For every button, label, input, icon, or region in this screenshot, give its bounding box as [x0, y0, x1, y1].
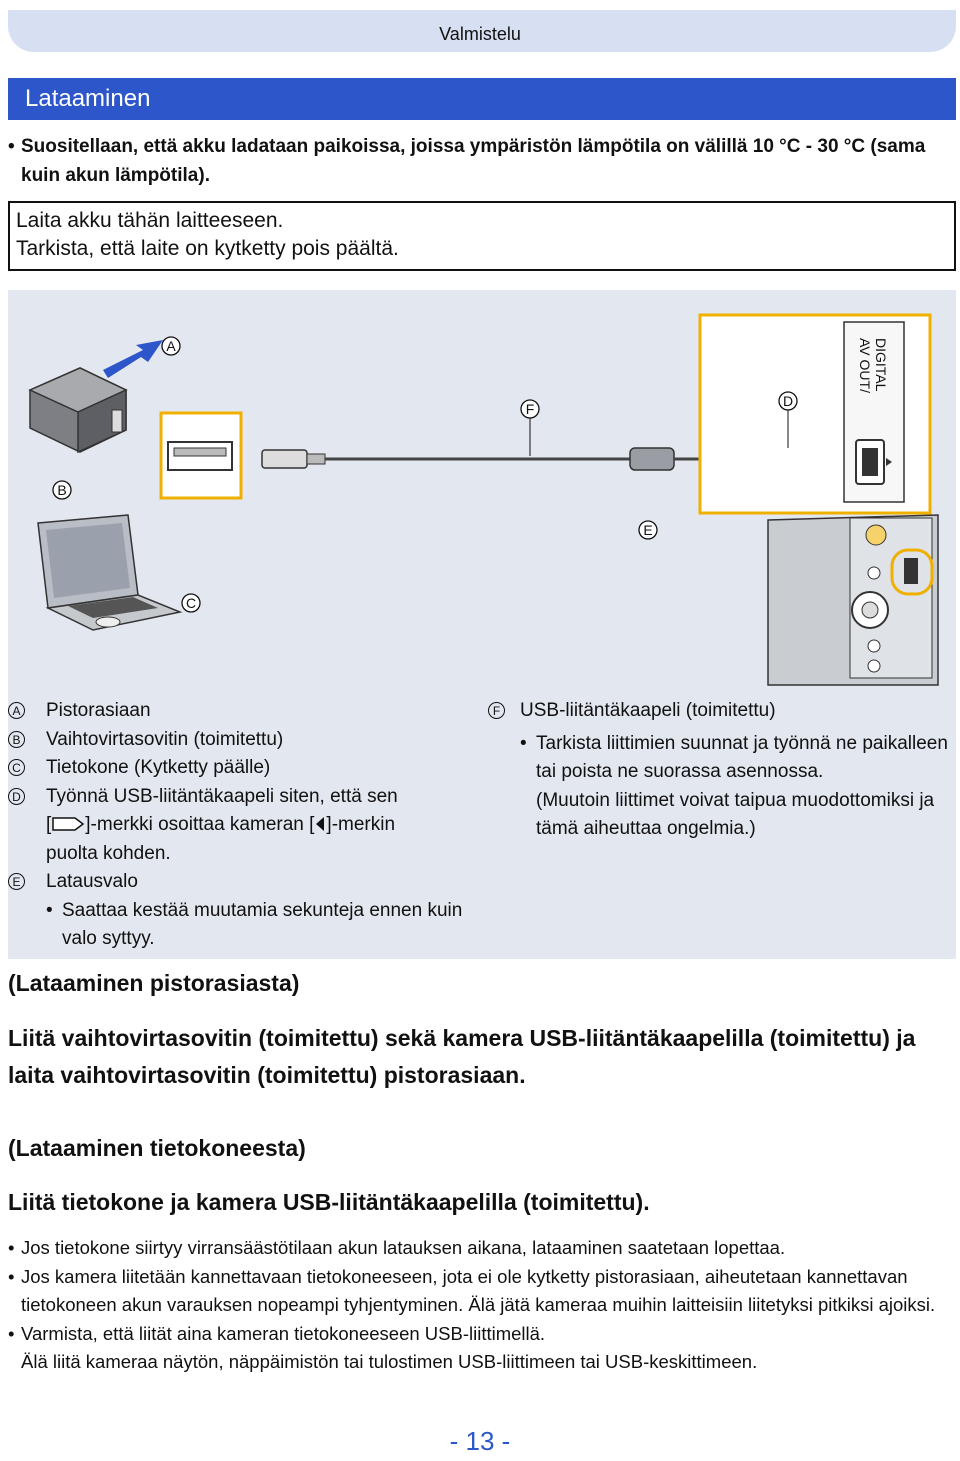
callout-e: E [638, 520, 658, 540]
svg-text:E: E [643, 522, 652, 538]
connection-diagram: AV OUT/ DIGITAL A B C D E [28, 313, 939, 686]
port-mark-icon [316, 817, 325, 831]
legend-item-e: E Latausvalo • Saattaa kestää muutamia se… [8, 868, 478, 954]
pc-heading: (Lataaminen tietokoneesta) [8, 1135, 306, 1161]
usb-port-icon [159, 411, 243, 500]
callout-f: F [520, 399, 540, 456]
bullet-icon: • [8, 136, 15, 157]
outlet-instruction: Liitä vaihtovirtasovitin (toimitettu) se… [8, 1025, 916, 1088]
legend-item-d: D Työnnä USB-liitäntäkaapeli siten, että… [8, 783, 478, 869]
legend-sub-text: Saattaa kestää muutamia sekunteja ennen … [62, 899, 463, 950]
page-number: - 13 - [449, 1426, 511, 1456]
bullet-icon: • [8, 1237, 15, 1258]
legend-text: Tietokone (Kytketty päälle) [46, 757, 271, 778]
bracket-open: [ [46, 814, 52, 835]
legend-letter: E [8, 873, 25, 890]
step-line-2: Tarkista, että laite on kytketty pois pä… [16, 237, 399, 260]
header-band [8, 10, 956, 52]
section-header: Valmistelu [439, 24, 521, 44]
legend-text-line-3: puolta kohden. [46, 842, 171, 864]
callout-a: A [161, 336, 181, 356]
laptop-icon [37, 514, 183, 631]
note-text: Jos kamera liitetään kannettavaan tietok… [21, 1265, 936, 1316]
notes-list: • Jos tietokone siirtyy virransäästötilaa… [8, 1234, 956, 1377]
legend-letter: C [8, 759, 25, 776]
legend-text: Latausvalo [46, 871, 138, 892]
arrow-icon [103, 340, 163, 378]
legend-sub-bullet: • Tarkista liittimien suunnat ja työnnä … [520, 730, 950, 844]
legend-text-mid: ]-merkki osoittaa kameran [ [85, 814, 315, 835]
bullet-icon: • [46, 899, 53, 921]
note-item: • Jos tietokone siirtyy virransäästötilaa… [8, 1234, 956, 1263]
step-line-1: Laita akku tähän laitteeseen. [16, 209, 284, 232]
svg-text:A: A [166, 338, 176, 354]
legend-letter: B [8, 730, 25, 748]
legend-sub-text-1: Tarkista liittimien suunnat ja työnnä ne… [536, 732, 948, 783]
intro-text: Suositellaan, että akku ladataan paikois… [21, 136, 926, 186]
legend-sub-bullet: • Saattaa kestää muutamia sekunteja ennen… [46, 897, 478, 954]
plug-mark-icon [52, 817, 85, 831]
outlet-heading: (Lataaminen pistorasiasta) [8, 970, 300, 996]
bullet-icon: • [520, 732, 527, 754]
svg-text:C: C [186, 595, 196, 611]
port-detail-box: AV OUT/ DIGITAL [698, 313, 932, 515]
legend-item-c: C Tietokone (Kytketty päälle) [8, 754, 478, 783]
legend-text-post: ]-merkin [326, 814, 396, 835]
bullet-icon: • [8, 1322, 15, 1344]
page-title: Lataaminen [8, 78, 956, 120]
legend-right: F USB-liitäntäkaapeli (toimitettu) • Tar… [488, 697, 950, 844]
svg-text:B: B [57, 482, 66, 498]
callout-b: B [52, 480, 72, 500]
port-label-1: AV OUT/ [857, 338, 873, 393]
svg-text:F: F [526, 401, 535, 417]
legend-item-a: A Pistorasiaan [8, 697, 478, 726]
note-item: • Jos kamera liitetään kannettavaan tieto… [8, 1263, 956, 1320]
pc-instruction: Liitä tietokone ja kamera USB-liitäntäka… [8, 1189, 650, 1215]
bullet-icon: • [8, 1265, 15, 1287]
legend-text: USB-liitäntäkaapeli (toimitettu) [520, 700, 776, 721]
legend-text: Vaihtovirtasovitin (toimitettu) [46, 728, 284, 750]
legend-left: A Pistorasiaan B Vaihtovirtasovitin (toi… [8, 697, 478, 954]
camera-icon [767, 514, 939, 686]
legend-letter: D [8, 787, 25, 805]
intro-bullet: • Suositellaan, että akku ladataan paikoi… [8, 132, 956, 190]
note-item-continuation: Älä liitä kameraa näytön, näppäimistön t… [8, 1348, 956, 1377]
note-item: • Varmista, että liität aina kameran tiet… [8, 1320, 956, 1349]
legend-letter: A [8, 702, 25, 719]
callout-c: C [181, 593, 201, 613]
note-text: Jos tietokone siirtyy virransäästötilaan… [21, 1237, 786, 1258]
legend-sub-text-2: (Muutoin liittimet voivat taipua muodott… [536, 789, 935, 840]
legend-text-line-2: [ ]-merkki osoittaa kameran [ ]-merkin [46, 811, 478, 840]
port-label-2: DIGITAL [873, 338, 889, 392]
legend-letter: F [488, 702, 505, 719]
legend-text: Pistorasiaan [46, 700, 151, 721]
note-text: Varmista, että liität aina kameran tieto… [21, 1322, 546, 1344]
legend-item-b: B Vaihtovirtasovitin (toimitettu) [8, 726, 478, 755]
legend-text-line-1: Työnnä USB-liitäntäkaapeli siten, että s… [46, 785, 398, 807]
svg-text:D: D [783, 393, 793, 409]
step-box: Laita akku tähän laitteeseen. Tarkista, … [8, 201, 956, 271]
legend-item-f: F USB-liitäntäkaapeli (toimitettu) • Tar… [488, 697, 950, 844]
ac-adaptor-icon [28, 367, 128, 454]
callout-d: D [778, 391, 798, 448]
note-text: Älä liitä kameraa näytön, näppäimistön t… [21, 1351, 758, 1372]
